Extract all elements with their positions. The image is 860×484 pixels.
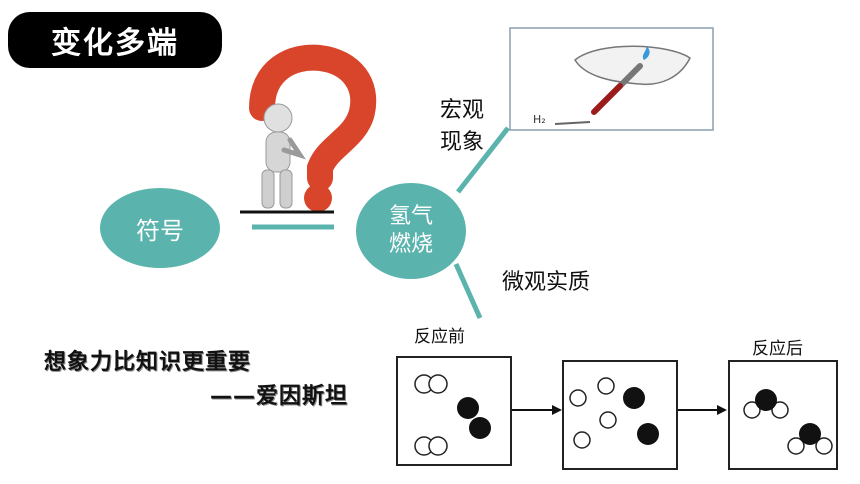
macro-label-line1: 宏观 — [440, 98, 485, 123]
molecules-before — [414, 374, 491, 456]
reaction-before-box — [396, 356, 512, 466]
title-text: 变化多端 — [51, 26, 179, 61]
macro-label-line2: 现象 — [440, 130, 485, 155]
question-mark-icon — [249, 44, 377, 212]
after-label: 反应后 — [752, 339, 803, 359]
burning-hydrogen-icon — [554, 45, 691, 125]
symbol-node: 符号 — [100, 188, 220, 268]
before-label: 反应前 — [414, 327, 465, 347]
molecules-intermediate — [569, 377, 659, 449]
title-badge: 变化多端 — [8, 12, 222, 68]
hydrogen-label-line1: 氢气 — [388, 204, 433, 229]
arrow-icon — [512, 405, 562, 415]
reaction-intermediate-box — [562, 360, 678, 470]
arrow-icon — [677, 405, 727, 415]
micro-branch-line — [453, 262, 483, 320]
symbol-label: 符号 — [136, 216, 184, 245]
thinking-figure-icon — [261, 103, 307, 209]
quote-author: ——爱因斯坦 — [210, 384, 349, 409]
molecules-after — [743, 389, 833, 455]
macro-branch-line — [456, 126, 510, 194]
reaction-after-box — [728, 360, 838, 470]
quote-text: 想象力比知识更重要 — [44, 350, 252, 375]
hydrogen-combustion-node: 氢气 燃烧 — [356, 183, 466, 279]
flask-caption: H₂ — [533, 113, 546, 126]
micro-label: 微观实质 — [502, 270, 591, 295]
hydrogen-label-line2: 燃烧 — [388, 232, 433, 257]
